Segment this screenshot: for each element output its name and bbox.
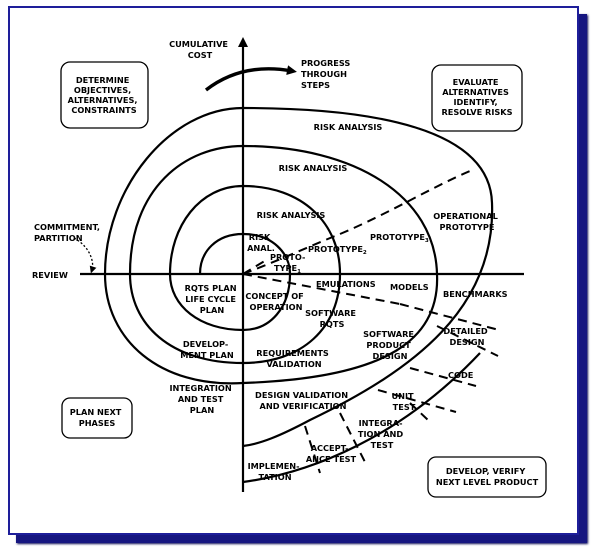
progress-label: PROGRESS THROUGH STEPS (301, 58, 353, 90)
diagram-frame: DETERMINE OBJECTIVES, ALTERNATIVES, CONS… (8, 6, 579, 535)
risk-analysis-second: RISK ANALYSIS (279, 163, 348, 173)
develop-verify-box: DEVELOP, VERIFY NEXT LEVEL PRODUCT (427, 456, 547, 498)
plan-next-box: PLAN NEXT PHASES (61, 397, 133, 439)
dash-proto2 (242, 233, 341, 275)
risk-analysis-inner: RISK ANAL. (247, 232, 275, 253)
software-rqts-label: SOFTWARE RQTS (305, 308, 359, 329)
dash-unit-lower (409, 402, 429, 421)
benchmarks-label: BENCHMARKS (443, 289, 508, 299)
risk-analysis-outer: RISK ANALYSIS (314, 122, 383, 132)
rqts-plan-label: RQTS PLAN LIFE CYCLE PLAN (185, 283, 240, 315)
requirements-validation-label: REQUIREMENTS VALIDATION (256, 348, 331, 369)
concept-of-operation-label: CONCEPT OF OPERATION (245, 291, 306, 312)
prototype-2-label: PROTOTYPE2 (308, 244, 367, 256)
dash-integration (339, 412, 367, 465)
dash-benchmarks (399, 303, 500, 331)
software-product-design-label: SOFTWARE PRODUCT DESIGN (363, 329, 417, 361)
design-validation-label: DESIGN VALIDATION AND VERIFICATION (255, 390, 351, 411)
spiral-path (103, 106, 494, 448)
acceptance-test-label: ACCEPT- ANCE TEST (306, 443, 357, 464)
detailed-design-label: DETAILED DESIGN (443, 326, 490, 347)
dash-proto3 (339, 170, 471, 235)
commitment-arrow (73, 237, 97, 274)
dashed-lines (242, 170, 500, 474)
evaluate-box: EVALUATE ALTERNATIVES IDENTIFY, RESOLVE … (431, 64, 523, 132)
dash-code (409, 367, 477, 387)
integration-and-test-label: INTEGRA- TION AND TEST (358, 418, 406, 450)
dash-unit-test (377, 389, 457, 413)
evaluate-box-text: EVALUATE ALTERNATIVES IDENTIFY, RESOLVE … (441, 77, 512, 117)
unit-test-label: UNIT TEST (392, 391, 417, 412)
operational-prototype-label: OPERATIONAL PROTOTYPE (433, 211, 500, 232)
plan-next-box-text: PLAN NEXT PHASES (70, 407, 124, 428)
dash-emulations (242, 273, 401, 305)
models-label: MODELS (390, 282, 429, 292)
review-label: REVIEW (32, 270, 68, 280)
code-label: CODE (448, 370, 473, 380)
development-plan-label: DEVELOP- MENT PLAN (180, 339, 234, 360)
objectives-box-text: DETERMINE OBJECTIVES, ALTERNATIVES, CONS… (68, 75, 141, 115)
risk-analysis-third: RISK ANALYSIS (257, 210, 326, 220)
objectives-box: DETERMINE OBJECTIVES, ALTERNATIVES, CONS… (60, 61, 149, 129)
integration-test-plan-label: INTEGRATION AND TEST PLAN (169, 383, 234, 415)
dash-acceptance (304, 425, 321, 474)
commitment-label: COMMITMENT, PARTITION (34, 222, 103, 243)
spiral-model-diagram: DETERMINE OBJECTIVES, ALTERNATIVES, CONS… (32, 37, 547, 498)
prototype-1-label: PROTO- TYPE1 (270, 252, 308, 275)
implementation-label: IMPLEMEN- TATION (248, 461, 303, 482)
prototype-3-label: PROTOTYPE3 (370, 232, 429, 244)
develop-verify-box-text: DEVELOP, VERIFY NEXT LEVEL PRODUCT (436, 466, 539, 487)
dash-detailed-design (436, 325, 499, 357)
progress-arrow (204, 65, 297, 92)
emulations-label: EMULATIONS (316, 279, 376, 289)
cumulative-cost-label: CUMULATIVE COST (169, 39, 231, 60)
